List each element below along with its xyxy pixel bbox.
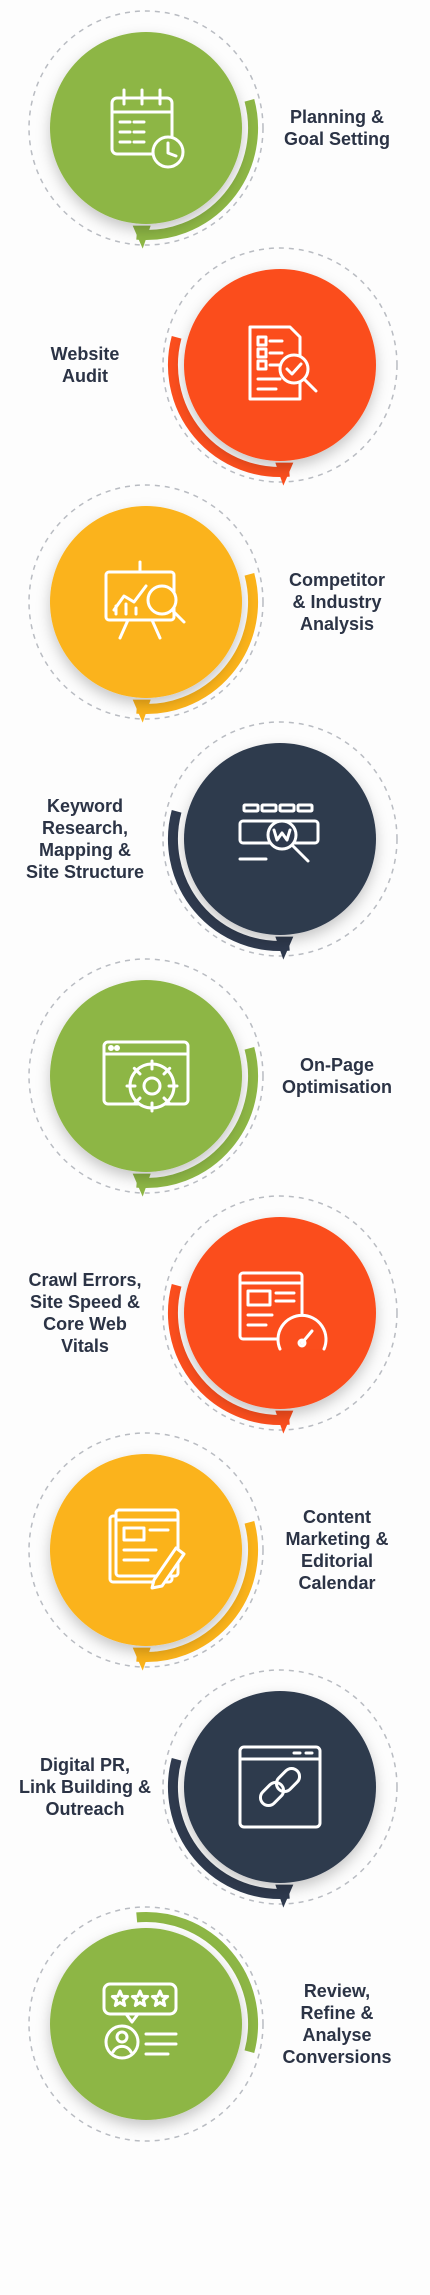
speed-gauge-icon xyxy=(238,1271,328,1351)
connector-arc xyxy=(136,1911,259,2053)
calendar-clock-icon xyxy=(110,88,185,169)
connector-arc xyxy=(136,99,259,241)
step-1-node xyxy=(28,10,264,249)
step-7-node xyxy=(28,1432,264,1671)
presentation-analysis-icon xyxy=(104,560,186,640)
step-5-node xyxy=(28,958,264,1197)
review-stars-icon xyxy=(102,1982,178,2060)
step-2-label: Website Audit xyxy=(50,344,120,386)
connector-arc xyxy=(167,1758,290,1900)
step-circle xyxy=(50,32,242,224)
connector-arc xyxy=(167,336,290,478)
dashed-ring xyxy=(28,1906,264,2142)
dashed-ring xyxy=(162,721,398,957)
content-pen-icon xyxy=(108,1508,186,1590)
step-circle xyxy=(50,506,242,698)
step-6-node xyxy=(162,1195,398,1434)
dashed-ring xyxy=(28,484,264,720)
arrow-head-icon xyxy=(132,1173,151,1197)
dashed-ring xyxy=(162,1195,398,1431)
connector-arc xyxy=(136,1047,259,1189)
step-8-node xyxy=(162,1669,398,1908)
arrow-head-icon xyxy=(275,936,294,960)
connector-arc xyxy=(167,1284,290,1426)
step-9-label: Review, Refine & Analyse Conversions xyxy=(282,1981,392,2067)
step-8-label: Digital PR, Link Building & Outreach xyxy=(19,1755,151,1819)
step-2-node xyxy=(162,247,398,486)
step-4-label: Keyword Research, Mapping & Site Structu… xyxy=(25,796,145,882)
document-audit-icon xyxy=(248,325,318,401)
arrow-head-icon xyxy=(275,1884,294,1908)
dashed-ring xyxy=(162,1669,398,1905)
step-3-label: Competitor & Industry Analysis xyxy=(289,570,385,634)
step-1-label: Planning & Goal Setting xyxy=(283,107,390,149)
step-circle xyxy=(184,1217,376,1409)
step-circle xyxy=(50,1928,242,2120)
arrow-head-icon xyxy=(275,462,294,486)
arrow-head-icon xyxy=(275,1410,294,1434)
step-7-label: Content Marketing & Editorial Calendar xyxy=(285,1507,389,1593)
step-5-label: On-Page Optimisation xyxy=(281,1055,392,1097)
connector-arc xyxy=(167,810,290,952)
browser-link-icon xyxy=(238,1745,322,1829)
step-6-label: Crawl Errors, Site Speed & Core Web Vita… xyxy=(28,1270,142,1356)
step-3-node xyxy=(28,484,264,723)
step-4-node xyxy=(162,721,398,960)
dashed-ring xyxy=(28,958,264,1194)
connector-arc xyxy=(136,573,259,715)
dashed-ring xyxy=(28,10,264,246)
dashed-ring xyxy=(162,247,398,483)
arrow-head-icon xyxy=(132,225,151,249)
arrow-head-icon xyxy=(132,699,151,723)
browser-gear-icon xyxy=(102,1040,190,1113)
dashed-ring xyxy=(28,1432,264,1668)
arrow-head-icon xyxy=(132,1647,151,1671)
step-9-node xyxy=(28,1906,264,2142)
keyword-search-icon xyxy=(238,803,320,863)
connector-arc xyxy=(136,1521,259,1663)
step-circle xyxy=(184,1691,376,1883)
